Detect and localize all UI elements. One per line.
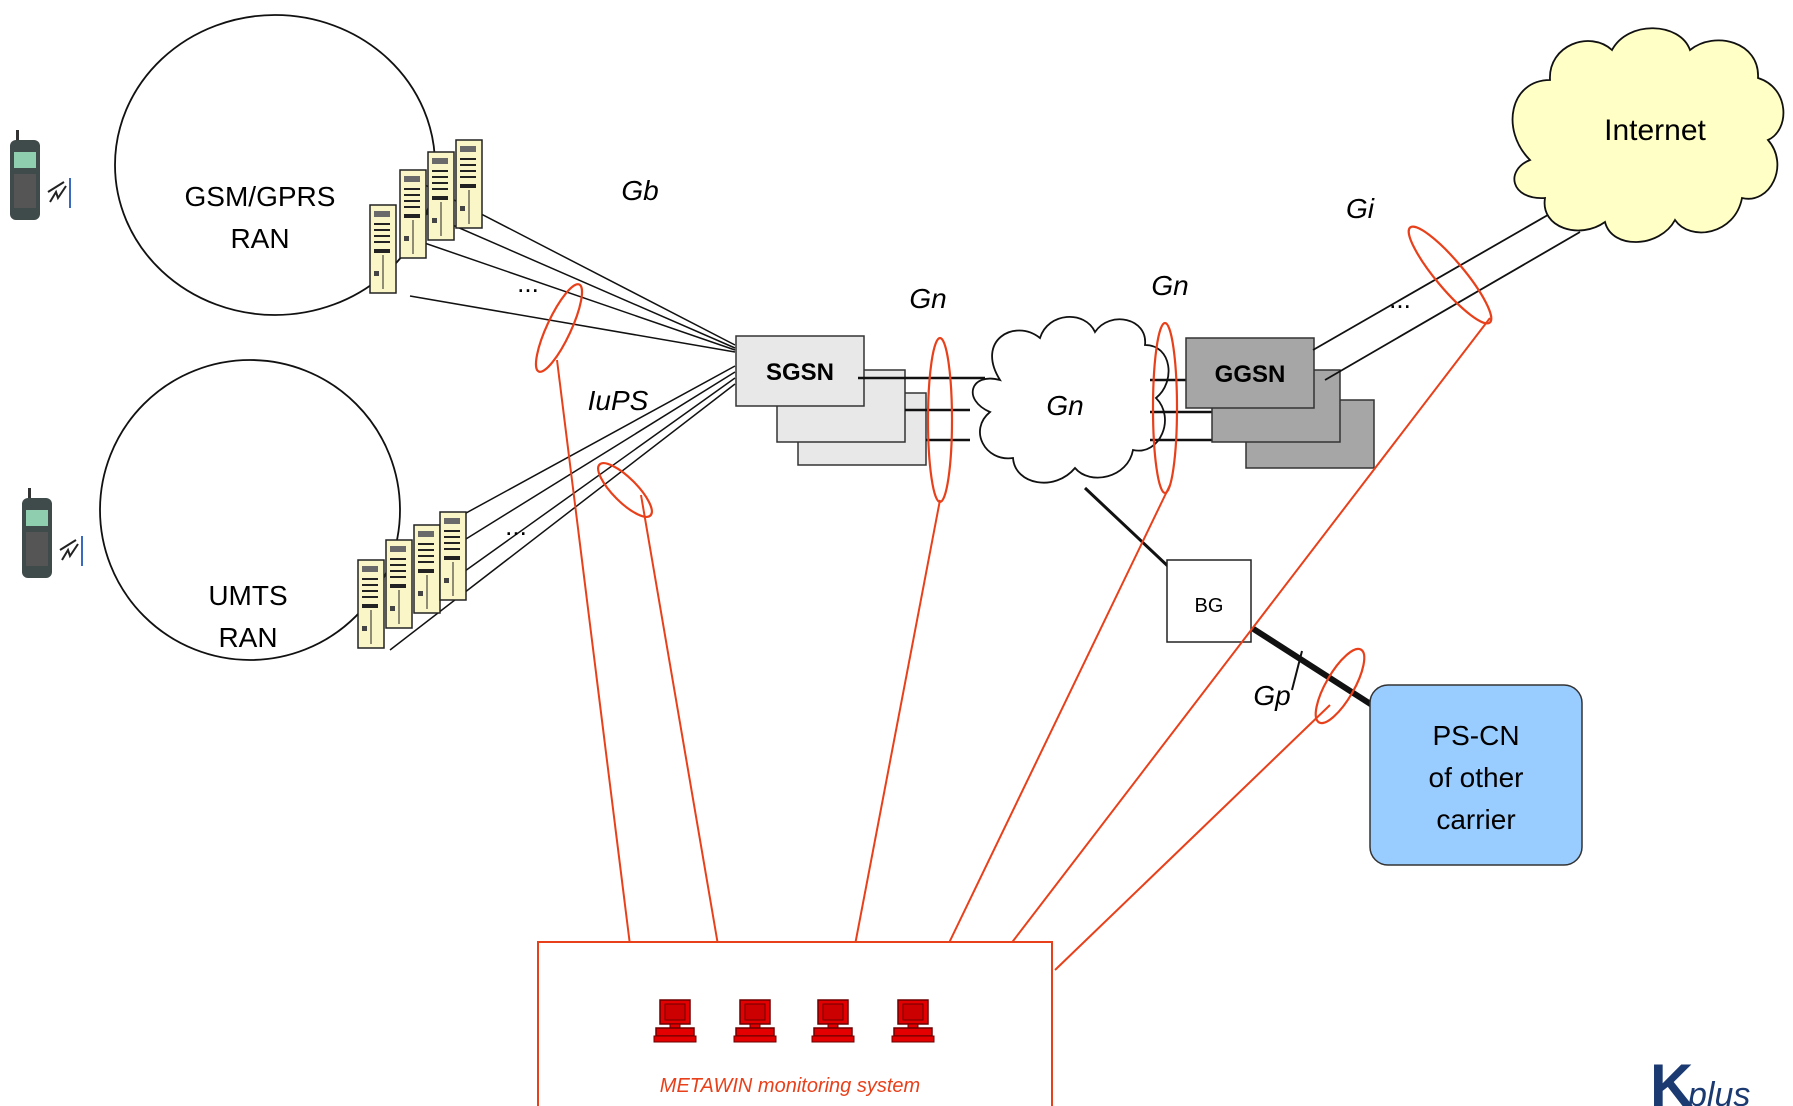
probe-clamps (534, 225, 1493, 725)
cloud-bg-link (1083, 486, 1174, 572)
probe-lines (556, 317, 1491, 971)
internet-cloud (1511, 27, 1785, 243)
pscn-box (1369, 684, 1583, 866)
nodeb-server-icon (439, 511, 467, 601)
umts-ran-label-line1: UMTS (208, 580, 287, 611)
monitoring-pc-icon (811, 999, 855, 1043)
gp-interface-label: Gp (1253, 680, 1290, 711)
nodeb-server-icon (413, 524, 441, 614)
mobile-phone-icon (21, 487, 83, 579)
bg-box (1166, 559, 1252, 643)
logo-suffix: plus (1687, 1076, 1750, 1106)
monitoring-pc-icon (733, 999, 777, 1043)
iups-interface-label: IuPS (588, 385, 649, 416)
monitoring-pc-icon (653, 999, 697, 1043)
umts-ran-boundary (99, 359, 401, 661)
gsm-more-ellipsis: ... (517, 268, 539, 298)
gi-interface-label: Gi (1346, 193, 1375, 224)
gn-backbone-cloud (971, 316, 1170, 484)
monitoring-system-caption: METAWIN monitoring system (660, 1075, 920, 1097)
monitoring-system-box (537, 941, 1053, 1106)
gp-tick (1291, 650, 1303, 691)
gsm-ran-label-line2: RAN (230, 223, 289, 254)
umts-more-ellipsis: ... (505, 511, 527, 541)
gb-links (409, 184, 736, 353)
ggsn-box (1185, 337, 1315, 409)
nodeb-server-icon (357, 559, 385, 649)
bg-label: BG (1195, 595, 1224, 617)
monitoring-pc-icon (891, 999, 935, 1043)
bts-server-icon (369, 204, 397, 294)
company-logo: K plus (1650, 1052, 1750, 1106)
gb-interface-label: Gb (621, 175, 658, 206)
gn-interface-label-sgsn: Gn (909, 283, 946, 314)
gn-links-sgsn (858, 376, 985, 442)
bts-server-icon (455, 139, 483, 229)
nodeb-server-icon (385, 539, 413, 629)
ggsn-more-ellipsis: ... (1389, 284, 1411, 314)
gsm-ran-label-line1: GSM/GPRS (185, 181, 336, 212)
umts-ran-label-line2: RAN (218, 622, 277, 653)
pscn-label-line2: of other (1429, 762, 1524, 793)
gi-links (1312, 207, 1581, 381)
bts-server-icon (427, 151, 455, 241)
internet-label: Internet (1604, 114, 1706, 147)
logo-k: K (1650, 1052, 1693, 1106)
iups-links (389, 365, 736, 651)
pscn-label-line1: PS-CN (1432, 720, 1519, 751)
sgsn-label: SGSN (766, 359, 834, 386)
pscn-label-line3: carrier (1436, 804, 1515, 835)
ggsn-label: GGSN (1215, 361, 1286, 388)
mobile-phone-icon (9, 129, 71, 221)
gn-interface-label-ggsn: Gn (1151, 270, 1188, 301)
bts-server-icon (399, 169, 427, 259)
sgsn-box (735, 335, 865, 407)
gn-cloud-label: Gn (1046, 390, 1083, 421)
